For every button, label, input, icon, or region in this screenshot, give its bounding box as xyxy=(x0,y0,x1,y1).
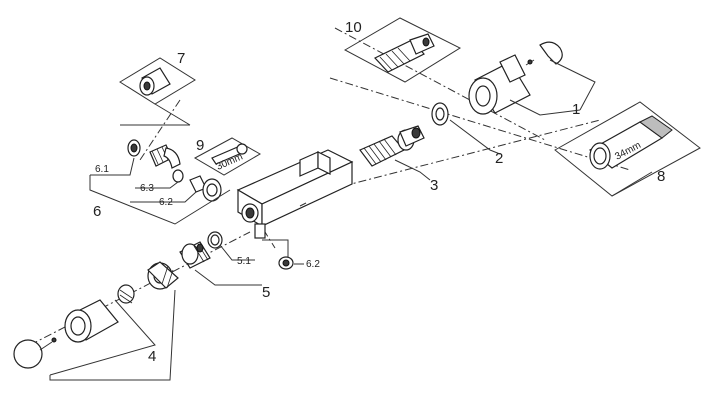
part-7-group xyxy=(119,57,196,126)
part-10-group xyxy=(343,17,462,83)
label-part-8: 8 xyxy=(657,168,665,185)
ring-part-2 xyxy=(431,102,501,155)
label-part-9: 9 xyxy=(196,137,204,154)
part-6-2-small xyxy=(262,239,304,270)
label-part-6-1: 6.1 xyxy=(95,164,109,175)
label-part-2: 2 xyxy=(495,150,503,167)
handle-part-1 xyxy=(468,41,596,116)
part-4-group xyxy=(13,261,179,381)
part-9-group xyxy=(193,137,261,176)
label-part-4: 4 xyxy=(148,348,156,365)
label-part-5-1: 5.1 xyxy=(237,256,251,267)
part-8-group xyxy=(554,101,701,197)
thermostat-body xyxy=(236,149,354,239)
label-part-6-3: 6.3 xyxy=(140,183,154,194)
part-labels: 1 2 3 4 5 5.1 6 6.1 6.2 6.2 6.3 7 8 9 10… xyxy=(93,19,665,365)
label-part-1: 1 xyxy=(572,101,580,118)
label-part-6-2-b: 6.2 xyxy=(306,259,320,270)
label-part-10: 10 xyxy=(345,19,362,36)
part-5-group xyxy=(179,231,262,286)
label-part-3: 3 xyxy=(430,177,438,194)
label-part-6: 6 xyxy=(93,203,101,220)
cartridge-part-3 xyxy=(359,125,431,181)
label-part-6-2-a: 6.2 xyxy=(159,197,173,208)
label-part-5: 5 xyxy=(262,284,270,301)
part-6-group xyxy=(89,139,231,225)
label-part-7: 7 xyxy=(177,50,185,67)
